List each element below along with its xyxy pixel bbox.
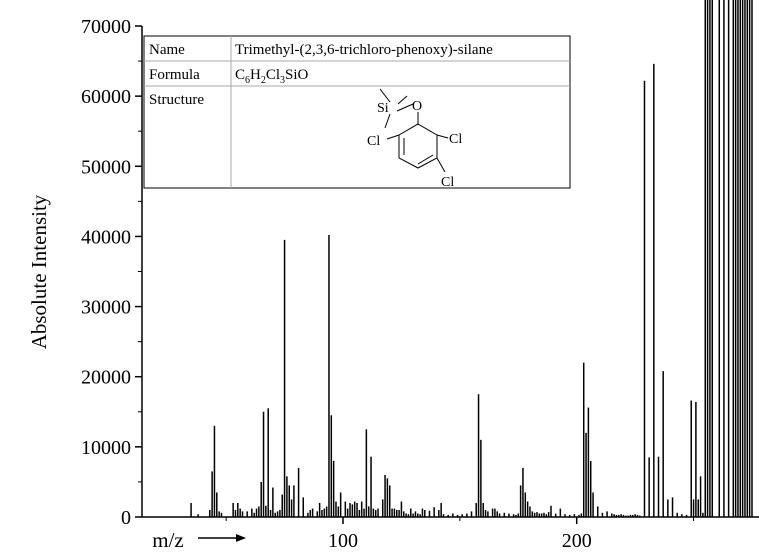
x-tick-label: 200 xyxy=(562,530,592,552)
info-label-formula: Formula xyxy=(149,67,200,83)
y-tick-label: 70000 xyxy=(81,16,131,38)
molecular-structure-drawing xyxy=(379,88,449,173)
spectrum-bars xyxy=(190,0,753,517)
info-value-name: Trimethyl-(2,3,6-trichloro-phenoxy)-sila… xyxy=(235,42,493,58)
structure-atom-o: O xyxy=(412,99,422,114)
y-tick-label: 60000 xyxy=(81,86,131,108)
x-axis-arrow-head xyxy=(236,534,246,542)
structure-atom-cl-left: Cl xyxy=(367,134,380,149)
y-axis-title: Absolute Intensity xyxy=(27,194,51,349)
info-label-structure: Structure xyxy=(149,92,204,108)
info-value-formula: C6H2Cl3SiO xyxy=(235,67,309,86)
x-tick-label: 100 xyxy=(328,530,358,552)
y-ticks: 0 10000 20000 30000 40000 50000 60000 70000 xyxy=(81,16,142,529)
structure-atom-cl-bottom: Cl xyxy=(441,175,454,190)
x-ticks: 100 200 xyxy=(225,517,695,552)
y-tick-label: 30000 xyxy=(81,297,131,319)
y-tick-label: 50000 xyxy=(81,156,131,178)
y-tick-label: 10000 xyxy=(81,437,131,459)
structure-atom-si: Si xyxy=(377,101,389,116)
info-label-name: Name xyxy=(149,42,185,58)
x-axis-title-group: m/z xyxy=(152,528,246,552)
y-tick-label: 20000 xyxy=(81,367,131,389)
y-tick-label: 0 xyxy=(121,507,131,529)
x-axis-title: m/z xyxy=(152,528,184,552)
structure-atom-cl-right: Cl xyxy=(449,132,462,147)
y-tick-label: 40000 xyxy=(81,226,131,248)
compound-info-table: Name Trimethyl-(2,3,6-trichloro-phenoxy)… xyxy=(143,35,571,190)
